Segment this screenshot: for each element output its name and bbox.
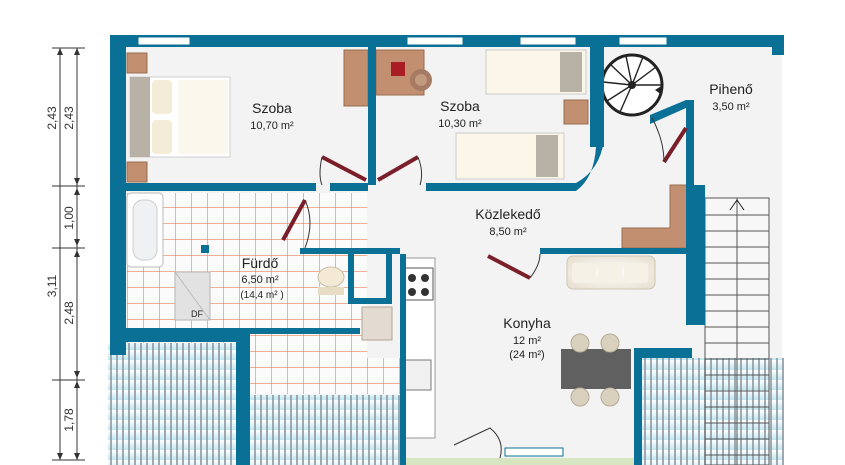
dimension-lines — [52, 47, 85, 461]
dim-label-5: 1,78 — [62, 408, 76, 432]
windows — [137, 36, 668, 457]
room-szoba-2-area: 10,30 m² — [438, 118, 482, 130]
room-konyha-note: (24 m²) — [509, 349, 544, 361]
dim-label-2: 2,43 — [62, 106, 76, 130]
single-beds — [455, 49, 589, 180]
room-kozlekedo-name: Közlekedő — [475, 206, 541, 222]
walls — [110, 35, 784, 465]
floor-drain — [201, 245, 209, 253]
room-piheno-area: 3,50 m² — [712, 101, 750, 113]
room-piheno-name: Pihenő — [709, 81, 753, 97]
room-furdo-note: (14,4 m² ) — [240, 290, 283, 301]
dim-label-4: 2,48 — [62, 301, 76, 325]
shower-label: DF — [191, 309, 203, 319]
doors — [281, 126, 688, 280]
room-konyha-area: 12 m² — [513, 335, 541, 347]
room-szoba-1-area: 10,70 m² — [250, 120, 294, 132]
dining-table — [561, 333, 631, 407]
dim-label-1: 2,43 — [45, 106, 59, 130]
toilet — [317, 266, 345, 295]
spiral-staircase — [600, 53, 664, 117]
shower-tray — [174, 271, 211, 321]
staircase — [704, 197, 770, 465]
desk-and-chair — [375, 49, 432, 96]
room-szoba-2-name: Szoba — [440, 98, 480, 114]
kitchen-counter — [401, 257, 436, 439]
door-swings — [304, 117, 665, 459]
balcony-railings — [108, 343, 784, 465]
washbasin — [361, 306, 393, 341]
room-konyha-name: Konyha — [503, 315, 551, 331]
sofa — [566, 255, 656, 290]
room-kozlekedo-area: 8,50 m² — [489, 226, 527, 238]
bathtub — [126, 192, 164, 268]
dim-label-3: 1,00 — [62, 206, 76, 230]
room-furdo-area: 6,50 m² — [241, 274, 279, 286]
room-szoba-1-name: Szoba — [252, 100, 292, 116]
bed-double — [129, 76, 231, 158]
dim-outer-label: 3,11 — [45, 274, 59, 297]
room-furdo-name: Fürdő — [242, 255, 279, 271]
